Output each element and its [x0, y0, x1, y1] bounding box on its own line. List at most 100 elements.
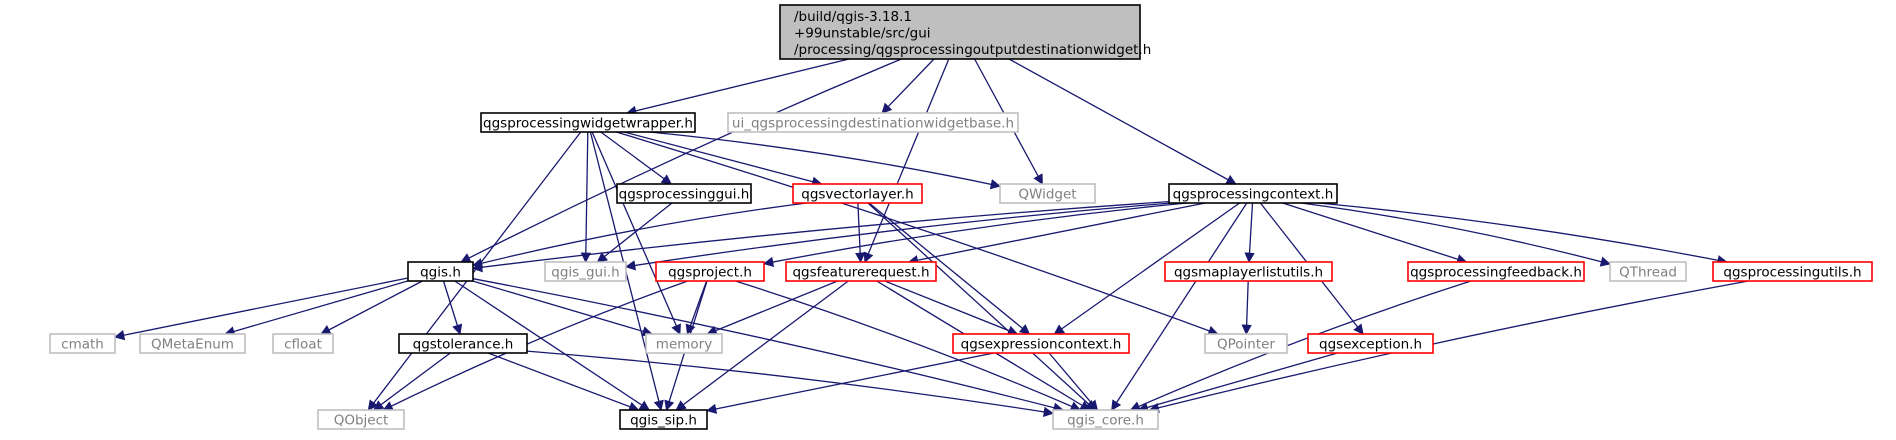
edge-qgis-to-core [472, 278, 1064, 413]
edge-pgui-to-qgisgui [596, 202, 673, 263]
node-uiw: ui_qgsprocessingdestinationwidgetbase.h [727, 112, 1019, 133]
edge-pctx-to-qgis [471, 200, 1170, 273]
node-box-qthread [1609, 261, 1687, 282]
node-box-cfloat [272, 333, 334, 354]
edge-pfb-to-core [1129, 280, 1472, 412]
edge-freq-to-sip [675, 280, 849, 411]
node-box-freq [785, 261, 937, 282]
node-label-pgui-0: qgsprocessinggui.h [619, 187, 750, 203]
edges [113, 58, 1749, 417]
node-box-vl [792, 183, 923, 204]
node-label-ectx-0: qgsexpressioncontext.h [961, 337, 1122, 353]
node-label-exc-0: qgsexception.h [1319, 337, 1422, 353]
node-cfloat: cfloat [272, 333, 334, 354]
node-putils[interactable]: qgsprocessingutils.h [1712, 261, 1873, 282]
node-label-core-0: qgis_core.h [1067, 413, 1144, 429]
node-box-qgis [407, 261, 474, 282]
edge-pctx-to-pfb [1282, 202, 1468, 265]
node-label-root-2: /processing/qgsprocessingoutputdestinati… [794, 42, 1151, 58]
node-label-tol-0: qgstolerance.h [413, 337, 514, 353]
node-label-pww-0: qgsprocessingwidgetwrapper.h [483, 116, 693, 132]
edge-pctx-to-proj [762, 202, 1187, 268]
node-qgisgui: qgis_gui.h [544, 261, 627, 282]
node-box-qpointer [1204, 333, 1288, 354]
node-pctx[interactable]: qgsprocessingcontext.h [1168, 183, 1338, 204]
node-box-core [1052, 409, 1159, 430]
node-freq[interactable]: qgsfeaturerequest.h [785, 261, 937, 282]
edge-vl-to-freq [854, 202, 866, 264]
node-pgui[interactable]: qgsprocessinggui.h [616, 183, 752, 204]
edge-ectx-to-sip [705, 352, 994, 414]
node-mlu[interactable]: qgsmaplayerlistutils.h [1164, 261, 1333, 282]
node-vl[interactable]: qgsvectorlayer.h [792, 183, 923, 204]
node-label-cfloat-0: cfloat [284, 337, 322, 353]
edge-pctx-to-freq [907, 202, 1206, 266]
node-box-qobject [317, 409, 405, 430]
node-box-sip [619, 409, 708, 430]
edge-qgis-to-qmeta [224, 280, 409, 337]
edge-vl-to-ectx [868, 202, 1031, 335]
node-pww[interactable]: qgsprocessingwidgetwrapper.h [480, 112, 696, 133]
edge-qgis-to-tol [442, 280, 463, 335]
edge-pctx-to-qgisgui [624, 202, 1172, 271]
node-proj[interactable]: qgsproject.h [655, 261, 765, 282]
edge-freq-to-memory [706, 280, 838, 336]
node-exc[interactable]: qgsexception.h [1307, 333, 1434, 354]
node-label-pctx-0: qgsprocessingcontext.h [1173, 187, 1334, 203]
node-label-freq-0: qgsfeaturerequest.h [792, 265, 929, 281]
node-label-qobject-0: QObject [334, 413, 389, 429]
edge-pww-to-memory [591, 131, 681, 335]
node-box-putils [1712, 261, 1873, 282]
node-cmath: cmath [49, 333, 116, 354]
node-box-cmath [49, 333, 116, 354]
edge-qgis-to-memory [472, 280, 653, 337]
edge-pww-to-qwidget [649, 131, 1002, 190]
node-box-qmeta [139, 333, 246, 354]
edge-pww-to-pgui [600, 131, 673, 185]
edge-tol-to-qobject [372, 352, 451, 411]
node-label-qpointer-0: QPointer [1217, 337, 1275, 353]
edge-tol-to-sip [487, 352, 640, 412]
node-label-cmath-0: cmath [61, 337, 104, 353]
edge-ectx-to-core [1048, 352, 1099, 411]
edge-tol-to-core [526, 350, 1055, 417]
node-label-sip-0: qgis_sip.h [630, 413, 697, 429]
edge-root-to-freq [863, 58, 950, 263]
node-qpointer: QPointer [1204, 333, 1288, 354]
node-box-qwidget [999, 183, 1096, 204]
node-pfb[interactable]: qgsprocessingfeedback.h [1407, 261, 1585, 282]
node-box-pfb [1407, 261, 1585, 282]
edge-proj-to-memory [685, 280, 708, 335]
node-label-mlu-0: qgsmaplayerlistutils.h [1174, 265, 1323, 281]
node-core: qgis_core.h [1052, 409, 1159, 430]
node-box-tol [398, 333, 528, 354]
edge-qgis-to-cmath [113, 277, 409, 341]
node-qgis[interactable]: qgis.h [407, 261, 474, 282]
node-qwidget: QWidget [999, 183, 1096, 204]
edge-pww-to-qgisgui [580, 131, 592, 264]
edge-exc-to-core [1137, 352, 1338, 413]
node-qobject: QObject [317, 409, 405, 430]
edge-pctx-to-putils [1318, 202, 1728, 266]
node-sip[interactable]: qgis_sip.h [619, 409, 708, 430]
node-tol[interactable]: qgstolerance.h [398, 333, 528, 354]
node-box-root [779, 4, 1141, 60]
node-label-memory-0: memory [656, 337, 712, 353]
node-label-qwidget-0: QWidget [1018, 187, 1076, 203]
node-box-pww [480, 112, 696, 133]
node-box-pgui [616, 183, 752, 204]
node-ectx[interactable]: qgsexpressioncontext.h [952, 333, 1130, 354]
node-label-qthread-0: QThread [1619, 265, 1677, 281]
node-label-root-1: +99unstable/src/gui [794, 26, 931, 42]
edge-qgis-to-cfloat [320, 280, 423, 335]
node-label-uiw-0: ui_qgsprocessingdestinationwidgetbase.h [732, 116, 1014, 132]
node-memory: memory [645, 333, 723, 354]
node-root[interactable]: /build/qgis-3.18.1+99unstable/src/gui/pr… [779, 4, 1151, 60]
edge-proj-to-core [735, 280, 1082, 412]
node-box-exc [1307, 333, 1434, 354]
node-box-uiw [727, 112, 1019, 133]
edge-mlu-to-qpointer [1241, 280, 1252, 336]
edge-root-to-uiw [881, 58, 935, 114]
edge-pww-to-vl [623, 131, 823, 187]
